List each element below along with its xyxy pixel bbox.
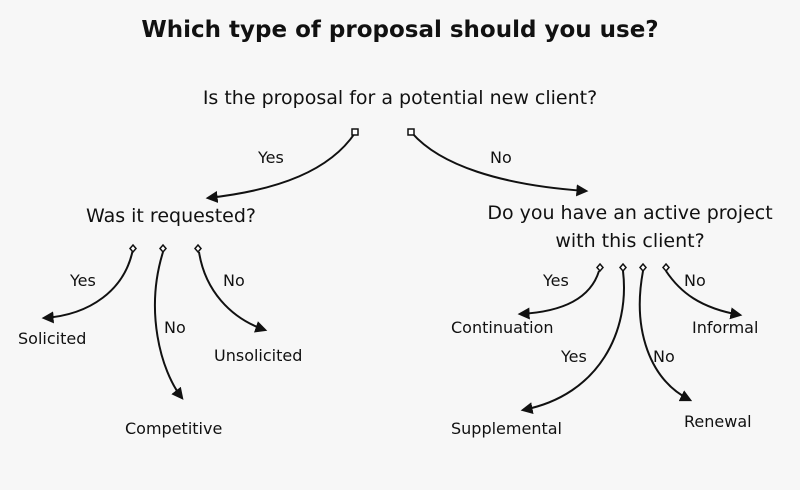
arrow-continuation [517,270,600,320]
root-yes-label: Yes [258,148,284,167]
new-client-question: Was it requested? [86,205,256,227]
root-question: Is the proposal for a potential new clie… [202,87,598,109]
arrow-supplemental [520,270,625,415]
arrow-root-no [411,132,589,197]
branch-label-informal: No [684,271,706,290]
root-yes-node [351,128,359,136]
node-unsolicited [194,243,202,254]
arrow-unsolicited [198,251,268,333]
outcome-supplemental: Supplemental [451,419,562,438]
branch-label-renewal: No [653,347,675,366]
outcome-informal: Informal [692,318,759,337]
branch-label-continuation: Yes [543,271,569,290]
existing-client-question-line2: with this client? [555,230,705,252]
root-no-label: No [490,148,512,167]
branch-label-competitive: No [164,318,186,337]
node-solicited [129,243,137,254]
branch-label-supplemental: Yes [561,347,587,366]
outcome-solicited: Solicited [18,329,87,348]
outcome-renewal: Renewal [684,412,752,431]
existing-client-question-line1: Do you have an active project [487,202,773,224]
arrow-competitive [154,251,184,400]
root-no-node [407,128,415,136]
node-continuation [596,262,604,273]
branch-label-solicited: Yes [70,271,96,290]
node-competitive [159,243,167,254]
arrow-solicited [41,248,134,324]
arrow-informal [665,270,743,320]
arrow-renewal [638,270,693,402]
outcome-continuation: Continuation [451,318,554,337]
node-renewal [639,262,647,273]
diagram-title: Which type of proposal should you use? [141,17,659,43]
branch-label-unsolicited: No [223,271,245,290]
outcome-unsolicited: Unsolicited [214,346,303,365]
arrow-root-yes [205,132,356,203]
outcome-competitive: Competitive [125,419,223,438]
node-supplemental [619,262,627,273]
node-informal [662,262,670,273]
